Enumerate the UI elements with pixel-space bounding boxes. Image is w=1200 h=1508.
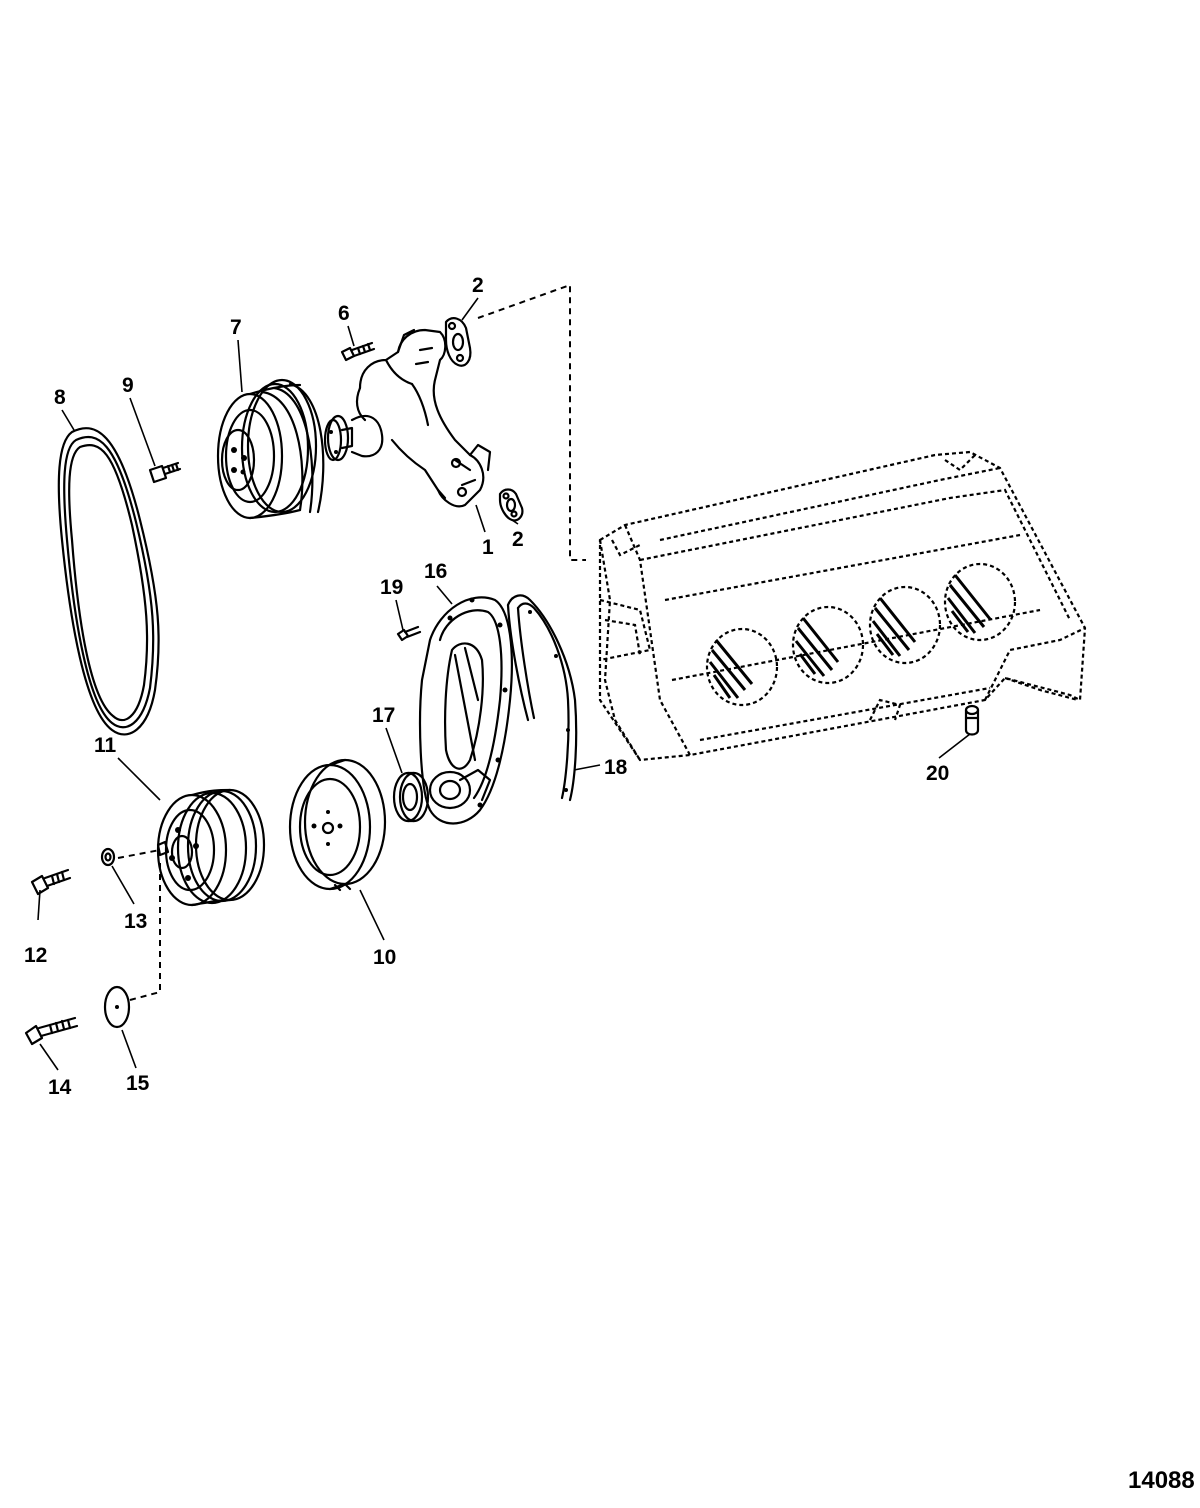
callout-19: 19 [380,576,403,599]
water-pump [323,328,492,508]
cylinder-bore-3 [868,585,942,665]
timing-cover [418,596,513,825]
water-pump-pulley [216,378,325,520]
cylinder-bore-4 [943,562,1017,642]
water-pump-gasket-lower [498,488,524,522]
callout-20: 20 [926,762,949,785]
block-fitting [964,704,980,736]
pulley-bolt-short [30,868,72,896]
callout-13: 13 [124,910,147,933]
callout-9: 9 [122,374,134,397]
assembly-line-pump [477,283,586,561]
callout-labels: 1 2 2 6 7 8 9 10 11 12 13 14 15 16 17 18… [24,274,949,1099]
callout-11: 11 [94,734,117,757]
engine-block [598,450,1087,762]
drive-belt [57,427,160,736]
callout-12: 12 [24,944,47,967]
callout-6: 6 [338,302,350,325]
cylinder-bore-1 [705,627,779,707]
water-pump-bolt [340,341,376,362]
callout-14: 14 [48,1076,72,1099]
timing-cover-gasket [506,594,578,802]
balancer-washer [103,985,131,1029]
balancer-bolt [24,1016,79,1046]
timing-cover-bolt [396,625,422,642]
alternator-bolt [148,461,182,484]
callout-1: 1 [482,536,494,559]
lock-washer [100,847,116,867]
callout-16: 16 [424,560,447,583]
callout-2-lower: 2 [512,528,524,551]
callout-17: 17 [372,704,395,727]
assembly-line-washer [117,849,161,859]
front-crankshaft-seal [392,771,430,823]
cylinder-bore-2 [791,605,865,685]
callout-18: 18 [604,756,628,779]
callout-2-upper: 2 [472,274,484,297]
leader-lines [37,297,971,1071]
callout-15: 15 [126,1072,150,1095]
crankshaft-pulley [156,788,266,907]
callout-8: 8 [54,386,66,409]
harmonic-balancer [288,758,387,892]
callout-10: 10 [373,946,396,969]
figure-number: 14088 [1128,1467,1195,1494]
water-pump-gasket-upper [444,317,472,367]
callout-7: 7 [230,316,242,339]
